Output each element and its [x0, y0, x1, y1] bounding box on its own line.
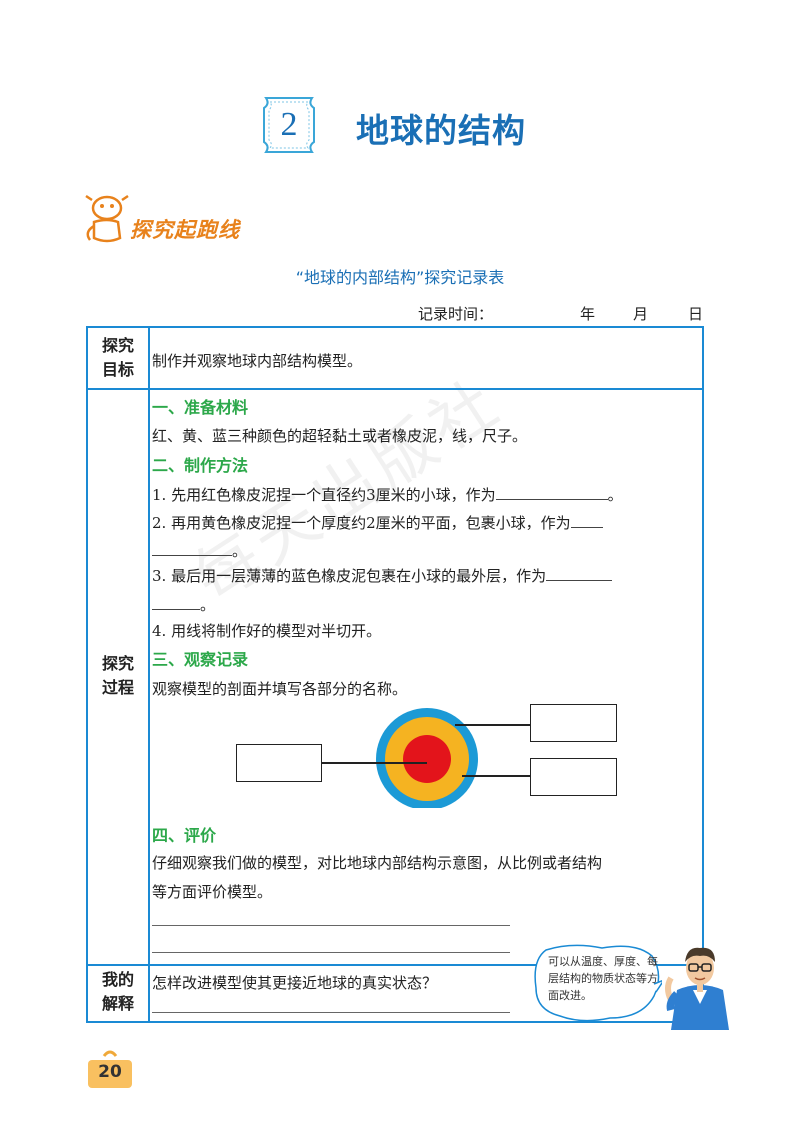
explain-answer-line[interactable]	[152, 1012, 510, 1013]
step-2-continued: 。	[152, 540, 247, 561]
step-1: 1. 先用红色橡皮泥捏一个直径约3厘米的小球，作为。	[152, 485, 623, 504]
materials-text: 红、黄、蓝三种颜色的超轻黏土或者橡皮泥，线，尺子。	[152, 427, 528, 445]
section-banner: 探究起跑线	[130, 218, 240, 242]
evaluate-answer-line[interactable]	[152, 925, 510, 926]
materials-heading: 一、准备材料	[152, 398, 249, 417]
table-row-divider	[86, 388, 704, 390]
evaluate-line-2: 等方面评价模型。	[152, 883, 273, 901]
core-leader-line	[322, 762, 427, 764]
record-time-label: 记录时间：	[418, 305, 494, 323]
table-title: “地球的内部结构”探究记录表	[295, 268, 505, 287]
month-label: 月	[633, 305, 649, 323]
lesson-number: 2	[280, 106, 298, 143]
step-1-blank[interactable]	[495, 485, 608, 500]
observe-heading: 三、观察记录	[152, 650, 249, 669]
step-3: 3. 最后用一层薄薄的蓝色橡皮泥包裹在小球的最外层，作为	[152, 565, 613, 586]
crust-leader-line	[455, 724, 530, 726]
goal-text: 制作并观察地球内部结构模型。	[152, 352, 363, 370]
observe-text: 观察模型的剖面并填写各部分的名称。	[152, 680, 408, 698]
step-4: 4. 用线将制作好的模型对半切开。	[152, 622, 382, 640]
day-label: 日	[688, 305, 704, 323]
explain-row-heading: 我的解释	[101, 970, 134, 1013]
core-layer	[403, 735, 451, 783]
step-2: 2. 再用黄色橡皮泥捏一个厚度约2厘米的平面，包裹小球，作为	[152, 512, 603, 533]
evaluate-heading: 四、评价	[152, 826, 217, 845]
teacher-figure-icon	[665, 947, 729, 1030]
table-row-divider	[86, 964, 704, 966]
explain-question: 怎样改进模型使其更接近地球的真实状态？	[152, 974, 438, 992]
tip-text: 可以从温度、厚度、每层结构的物质状态等方面改进。	[548, 955, 658, 1002]
page-number-tab	[88, 1050, 132, 1088]
step-2-blank-cont[interactable]	[152, 541, 232, 556]
record-table	[86, 326, 704, 1023]
step-3-blank[interactable]	[546, 566, 613, 581]
step-3-continued: 。	[152, 594, 215, 615]
evaluate-line-1: 仔细观察我们做的模型，对比地球内部结构示意图，从比例或者结构	[152, 854, 603, 872]
core-label-box[interactable]	[236, 744, 322, 782]
mantle-leader-line	[462, 775, 530, 777]
lesson-title: 地球的结构	[356, 111, 526, 150]
page-number: 20	[98, 1062, 122, 1082]
evaluate-answer-line[interactable]	[152, 952, 510, 953]
method-heading: 二、制作方法	[152, 456, 249, 475]
lesson-number-badge	[263, 97, 315, 153]
tip-speech-bubble	[534, 944, 662, 1022]
process-row-heading: 探究过程	[101, 654, 134, 697]
earth-cross-section-diagram	[376, 708, 478, 808]
cow-mascot-icon	[85, 194, 129, 243]
year-label: 年	[580, 305, 596, 323]
mantle-label-box[interactable]	[530, 758, 617, 796]
table-column-divider	[148, 326, 150, 1023]
crust-label-box[interactable]	[530, 704, 617, 742]
step-3-blank-cont[interactable]	[152, 595, 200, 610]
goal-row-heading: 探究目标	[101, 336, 134, 379]
step-2-blank[interactable]	[570, 513, 603, 528]
